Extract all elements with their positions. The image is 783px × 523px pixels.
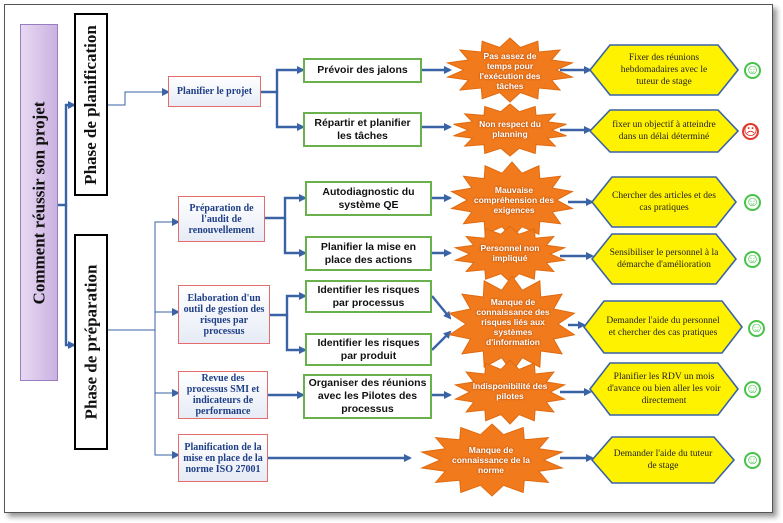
step-label-1: Prévoir des jalons xyxy=(317,64,408,76)
smiley-happy-icon: ☺ xyxy=(744,251,761,268)
connector-phase1-task1 xyxy=(108,88,170,106)
step-box-4: Planifier la mise en place des actions xyxy=(305,236,432,271)
solution-shape-3 xyxy=(590,176,738,228)
smiley-happy-icon: ☺ xyxy=(744,381,761,398)
smiley-happy-icon: ☺ xyxy=(744,62,761,79)
risk-label-6: Indisponibilité des pilotes xyxy=(472,381,548,401)
step-box-1: Prévoir des jalons xyxy=(303,58,422,83)
solution-shape-6 xyxy=(588,362,740,416)
risk-shapes xyxy=(419,37,576,497)
risk-label-5: Manque de connaissance des risques liés … xyxy=(476,297,550,347)
solution-shape-4 xyxy=(590,233,738,285)
solution-shape-1 xyxy=(588,44,740,96)
risk-label-2: Non respect du planning xyxy=(479,119,541,139)
solution-shape-7 xyxy=(590,436,736,484)
phase-preparation-box: Phase de préparation xyxy=(74,234,108,450)
step-label-4: Planifier la mise en place des actions xyxy=(320,240,417,266)
task-label-4: Revue des processus SMI et indicateurs d… xyxy=(186,373,260,417)
task-label-5: Planification de la mise en place de la … xyxy=(183,441,263,475)
solution-shapes xyxy=(582,44,744,484)
smiley-happy-icon: ☺ xyxy=(744,452,761,469)
connector-main-planification xyxy=(58,101,76,207)
connector-task2-step3 xyxy=(265,194,307,220)
connector-task1-step2 xyxy=(275,92,305,131)
solution-label-5: Demander l'aide du personnel et chercher… xyxy=(606,316,720,338)
step-label-2: Répartir et planifier les tâches xyxy=(314,116,411,142)
risk-shape-7 xyxy=(419,423,565,497)
step-label-7: Organiser des réunions avec les Pilotes … xyxy=(308,377,427,415)
connector-task1-step1 xyxy=(261,66,305,94)
step-box-2: Répartir et planifier les tâches xyxy=(303,112,422,147)
task-box-1: Planifier le projet xyxy=(168,76,261,107)
connector-main-preparation xyxy=(64,205,76,349)
task-label-3: Elaboration d'un outil de gestion des ri… xyxy=(183,292,265,337)
phase-planification-label: Phase de planification xyxy=(81,24,100,185)
task-label-1: Planifier le projet xyxy=(176,86,253,97)
step-label-5: Identifier les risques par processus xyxy=(317,283,420,309)
step-box-6: Identifier les risques par produit xyxy=(305,333,432,366)
connectors xyxy=(58,66,594,462)
step-box-3: Autodiagnostic du système QE xyxy=(305,181,432,216)
main-title-box: Comment réussir son projet xyxy=(20,24,58,381)
risk-label-4: Personnel non impliqué xyxy=(480,243,540,263)
connector-phase2-task5 xyxy=(154,393,180,459)
task-box-3: Elaboration d'un outil de gestion des ri… xyxy=(178,285,270,344)
task-label-2: Préparation de l'audit de renouvellement xyxy=(188,202,255,236)
phase-preparation-label: Phase de préparation xyxy=(81,264,101,420)
smiley-happy-icon: ☺ xyxy=(748,320,765,337)
solution-label-2: fixer un objectif à atteindre dans un dé… xyxy=(612,120,716,142)
step-label-6: Identifier les risques par produit xyxy=(317,336,420,362)
connector-step6-risk5 xyxy=(431,330,452,351)
risk-shape-2 xyxy=(453,103,567,157)
solution-label-1: Fixer des réunions hebdomadaires avec le… xyxy=(620,53,708,87)
solution-shape-2 xyxy=(588,109,740,153)
main-title: Comment réussir son projet xyxy=(29,101,49,304)
risk-label-1: Pas assez de temps pour l'exécution des … xyxy=(479,51,541,91)
step-label-3: Autodiagnostic du système QE xyxy=(322,185,415,211)
solution-label-6: Planifier les RDV un mois d'avance ou bi… xyxy=(607,372,721,406)
connector-phase2-task4 xyxy=(154,312,180,397)
risk-shape-6 xyxy=(453,359,567,425)
solution-label-4: Sensibiliser le personnel à la démarche … xyxy=(609,248,719,270)
connector-task3-step5 xyxy=(270,292,307,317)
risk-label-7: Manque de connaissance de la norme xyxy=(452,445,530,475)
phase-planification-box: Phase de planification xyxy=(74,13,108,196)
step-box-5: Identifier les risques par processus xyxy=(305,280,432,313)
smiley-happy-icon: ☺ xyxy=(744,194,761,211)
solution-label-7: Demander l'aide du tuteur de stage xyxy=(613,449,713,471)
solution-shape-5 xyxy=(582,300,744,354)
task-box-2: Préparation de l'audit de renouvellement xyxy=(178,196,265,242)
task-box-5: Planification de la mise en place de la … xyxy=(178,434,268,482)
connector-step5-risk5 xyxy=(431,295,452,320)
smiley-sad-icon: ☹ xyxy=(742,123,759,140)
risk-shape-1 xyxy=(445,37,575,103)
step-box-7: Organiser des réunions avec les Pilotes … xyxy=(303,374,432,419)
risk-label-3: Mauvaise compréhension des exigences xyxy=(473,185,555,215)
connector-task3-step6 xyxy=(285,315,307,354)
connector-phase2-task2 xyxy=(108,218,180,331)
solution-label-3: Chercher des articles et des cas pratiqu… xyxy=(612,191,716,213)
task-box-4: Revue des processus SMI et indicateurs d… xyxy=(178,371,268,419)
connector-task2-step4 xyxy=(283,218,307,257)
